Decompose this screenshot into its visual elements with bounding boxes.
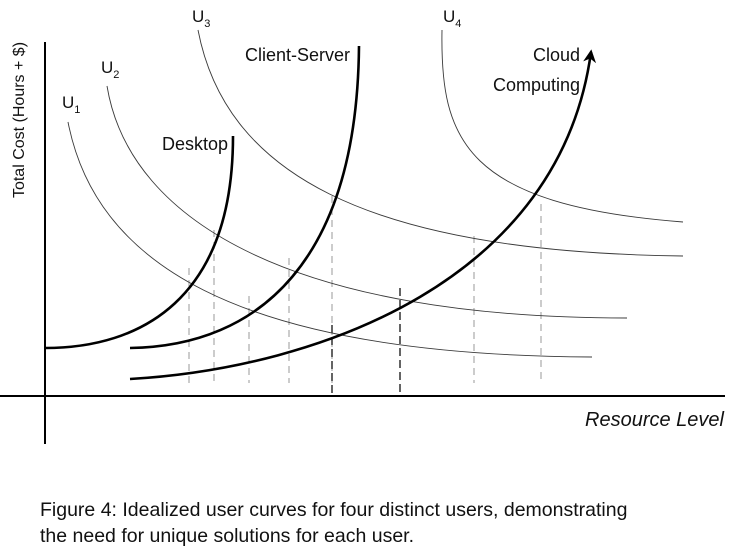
caption-line-2: the need for unique solutions for each u… <box>40 525 415 547</box>
user-1-label: U1 <box>62 93 80 116</box>
user-subscript: 1 <box>74 104 80 116</box>
user-2-label: U2 <box>101 58 119 81</box>
user-2-curve <box>106 85 628 319</box>
user-4-curve <box>441 29 684 223</box>
user-letter: U <box>192 7 204 26</box>
computing-label: Computing <box>493 75 580 95</box>
user-subscript: 4 <box>455 18 461 30</box>
user-letter: U <box>62 93 74 112</box>
desktop-label: Desktop <box>162 134 228 154</box>
user-subscript: 3 <box>204 18 210 30</box>
x-axis-label: Resource Level <box>585 409 725 431</box>
client-server-label: Client-Server <box>245 45 350 65</box>
figure-caption: Figure 4: Idealized user curves for four… <box>40 497 746 549</box>
user-subscript: 2 <box>113 69 119 81</box>
cloud-computing-curve <box>129 49 597 381</box>
user-3-curve <box>197 29 684 257</box>
user-1-curve <box>67 121 593 358</box>
user-letter: U <box>443 7 455 26</box>
y-axis-label: Total Cost (Hours + $) <box>11 42 28 198</box>
user-3-label: U3 <box>192 7 210 30</box>
cloud-label: Cloud <box>533 45 580 65</box>
user-letter: U <box>101 58 113 77</box>
user-4-label: U4 <box>443 7 461 30</box>
client-server-curve <box>129 45 361 350</box>
desktop-curve <box>44 135 235 350</box>
user-curves-figure: Desktop Client-Server Cloud Computing U1… <box>0 7 725 444</box>
intersection-guides <box>188 196 542 394</box>
caption-line-1: Figure 4: Idealized user curves for four… <box>40 499 628 521</box>
